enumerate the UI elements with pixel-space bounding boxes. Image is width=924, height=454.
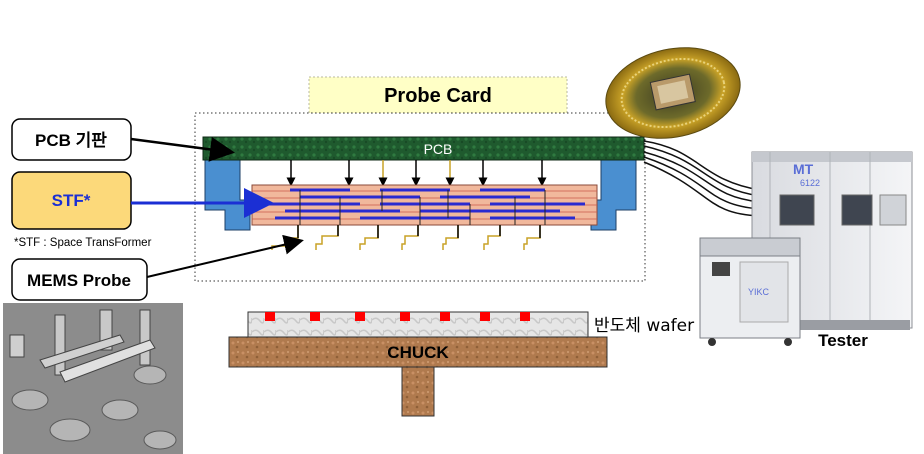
wafer-label: 반도체 wafer xyxy=(594,316,694,336)
tester-brand: MT xyxy=(793,161,814,177)
stf-footnote: *STF : Space TransFormer xyxy=(14,237,152,249)
tester-model: 6122 xyxy=(800,178,820,188)
mems-arrow xyxy=(146,234,304,278)
chuck-stem xyxy=(401,366,435,417)
pcb-stf-connectors xyxy=(286,160,547,187)
chuck-label: CHUCK xyxy=(387,343,449,362)
probe-card-title: Probe Card xyxy=(384,85,492,107)
probe-card-outline xyxy=(194,112,646,282)
stf-layer xyxy=(251,184,598,226)
tester-machine-icon: MT 6122 YIKC xyxy=(699,151,913,346)
chuck-plate xyxy=(228,336,608,368)
tester-cables xyxy=(643,140,761,217)
mems-probe-sem-image xyxy=(3,303,183,454)
loader-brand: YIKC xyxy=(748,287,770,297)
pcb-label: PCB xyxy=(424,141,453,157)
side-supports xyxy=(204,159,637,231)
wafer-pads xyxy=(265,312,530,321)
probe-card-title-box xyxy=(308,76,568,114)
tester-label: Tester xyxy=(818,331,868,350)
probe-card-photo-icon xyxy=(605,47,741,139)
wafer xyxy=(247,311,589,338)
mems-probe-box xyxy=(11,258,148,301)
pcb-board-label: PCB 기판 xyxy=(35,131,107,150)
mems-probe-label: MEMS Probe xyxy=(27,271,131,290)
pcb-arrow xyxy=(130,137,235,162)
stf-label: STF* xyxy=(52,191,91,210)
stf-box xyxy=(11,171,132,230)
